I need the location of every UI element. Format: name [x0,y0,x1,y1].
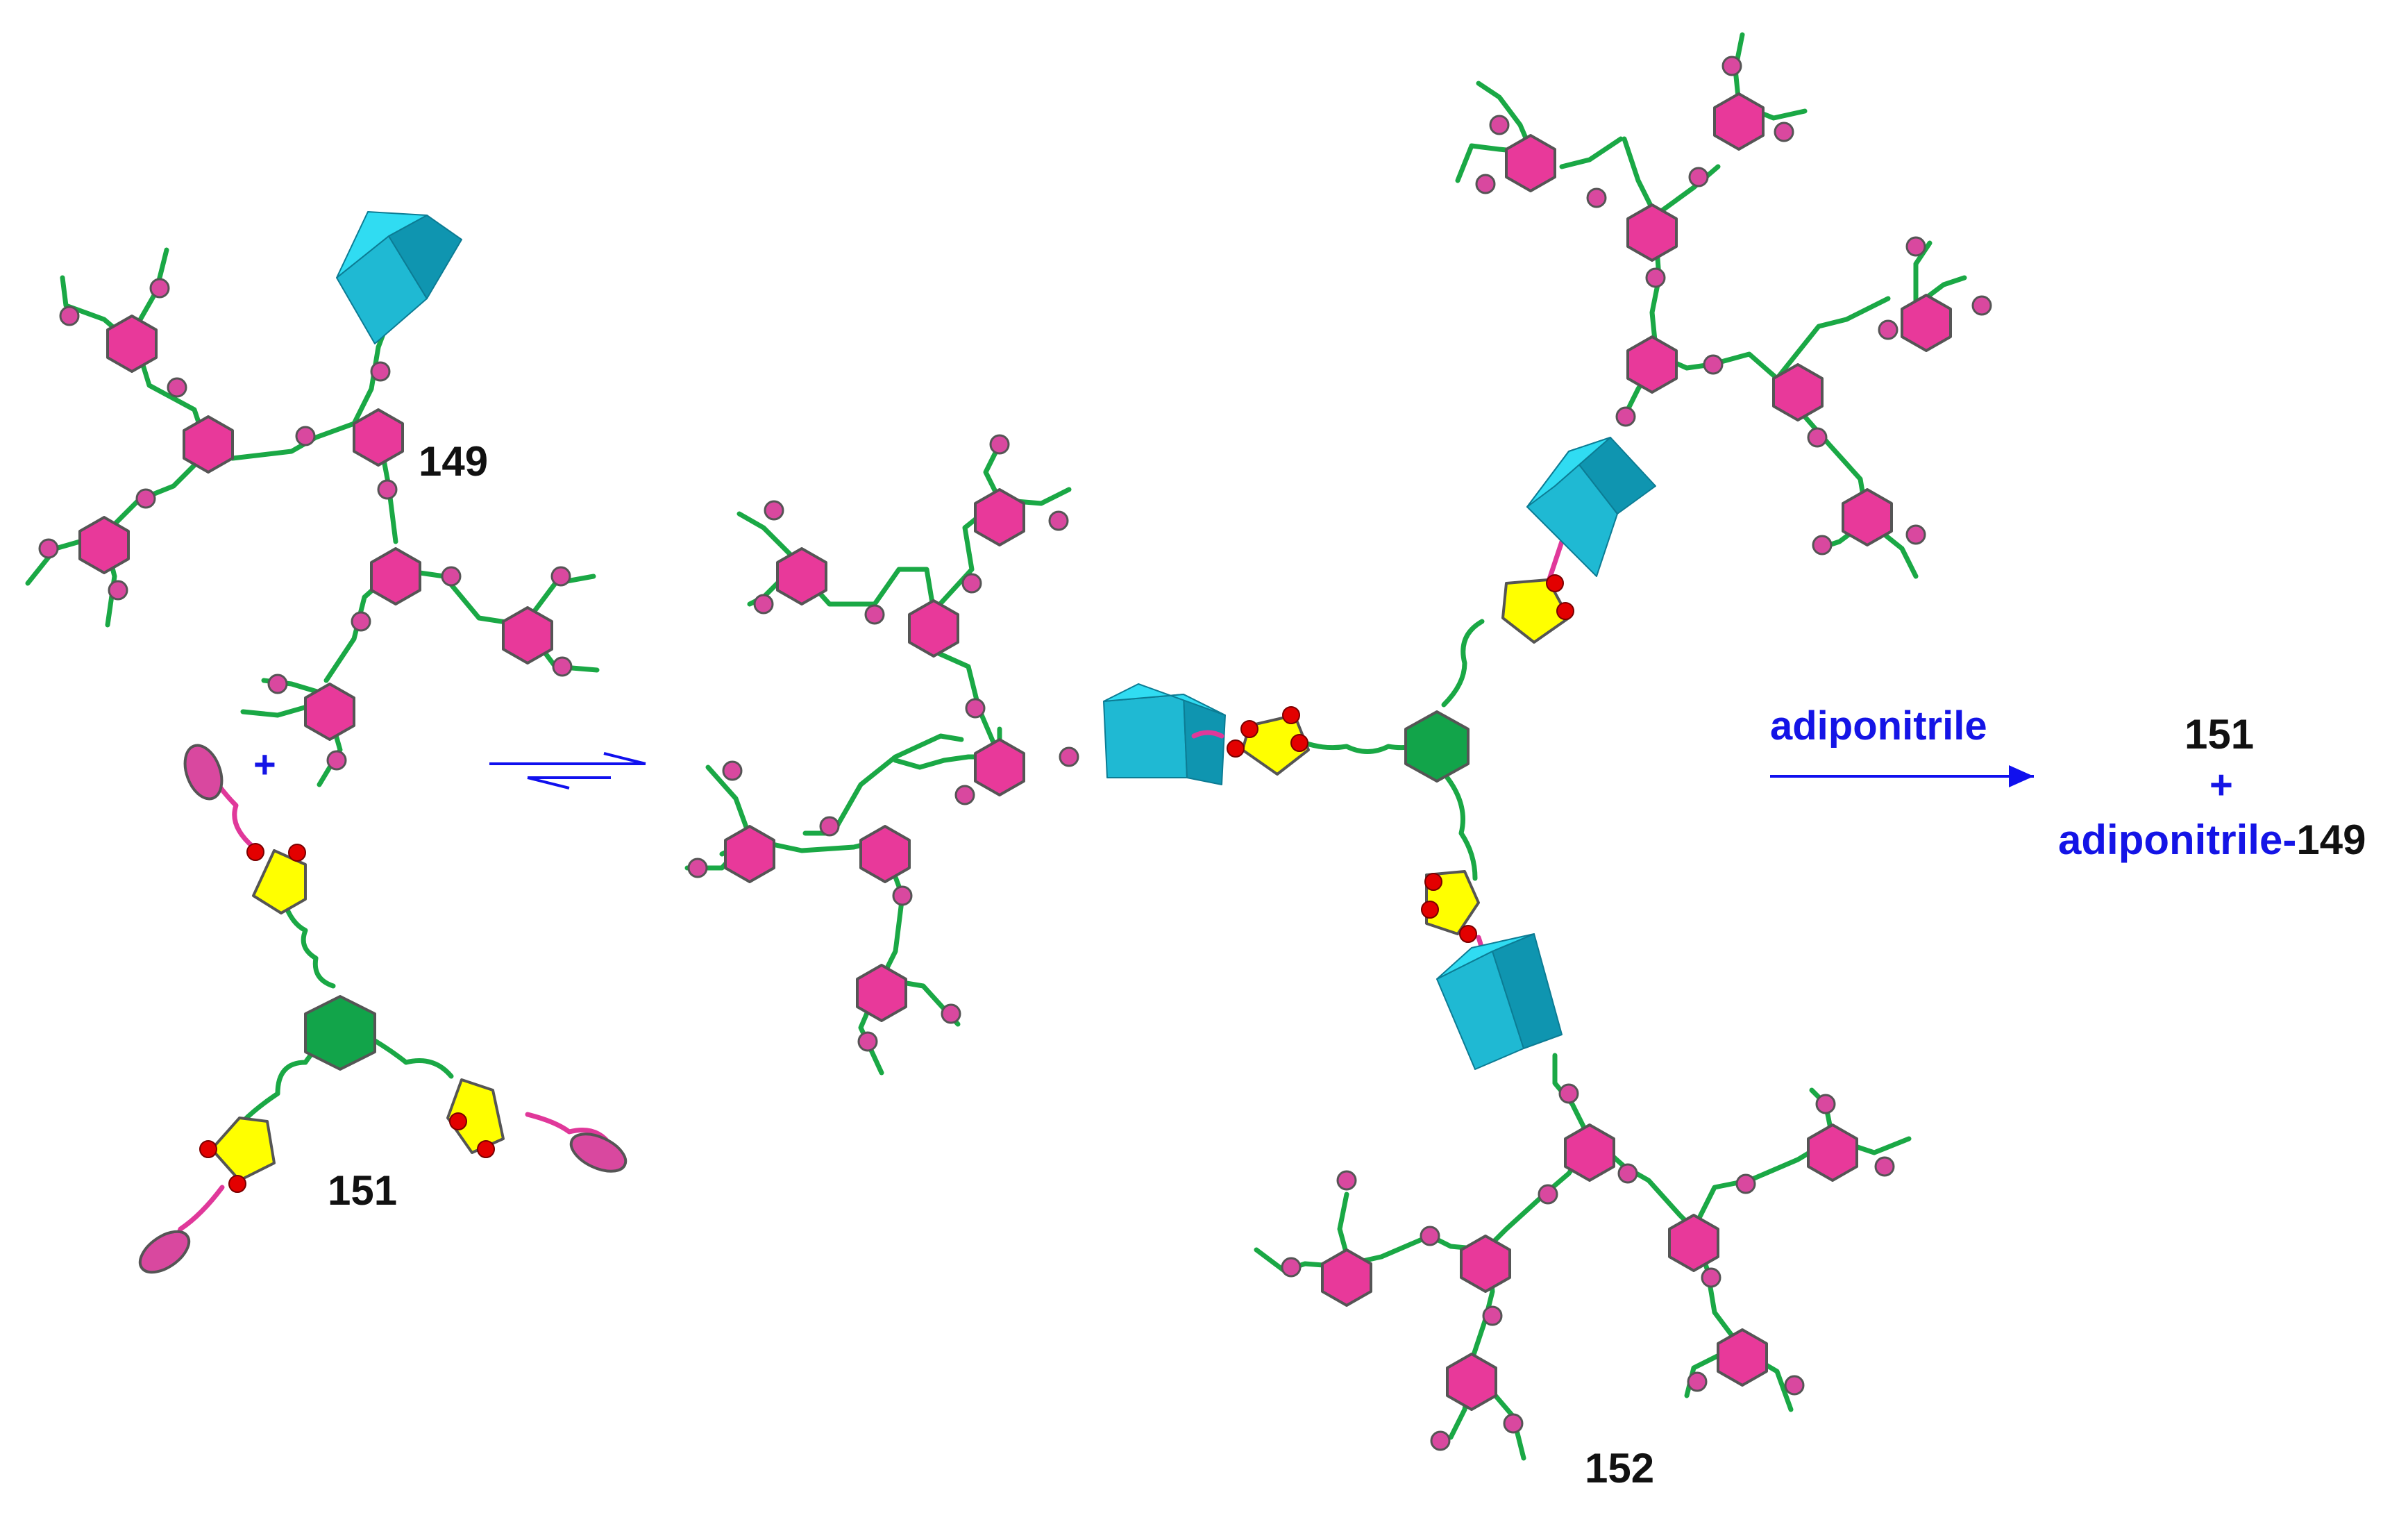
product-151: 151 [2184,711,2254,758]
plus-sign: + [253,742,276,786]
label-151: 151 [328,1167,397,1214]
green-hexagon-icon [1404,710,1470,783]
label-149: 149 [419,438,488,485]
label-152: 152 [1585,1445,1654,1491]
pink-ellipse-icon [138,1230,191,1274]
reagent-label: adiponitrile [1770,703,1987,749]
compound-152-upper-dendron [1455,32,1992,579]
equilibrium-arrows [489,752,646,789]
cyan-cube-icon [1103,683,1226,785]
compound-152-lower-dendron [1254,1053,1912,1461]
product-adiponitrile-149: adiponitrile-149 [2058,817,2366,863]
green-hexagon-icon [304,995,376,1071]
cyan-cube-icon [1436,933,1563,1070]
product-149-suffix: 149 [2296,817,2366,863]
cyan-cube-icon [1526,437,1656,577]
compound-152-core [1191,437,1656,1070]
product-adiponitrile-prefix: adiponitrile- [2058,817,2296,863]
cyan-cube-icon [336,211,462,344]
compound-151 [138,744,628,1274]
compound-149-dendron [25,211,600,787]
pink-ellipse-icon [183,744,224,801]
compound-152-left-dendron [684,434,1226,1076]
product-plus: + [2209,762,2233,808]
pink-ellipse-icon [569,1132,628,1173]
